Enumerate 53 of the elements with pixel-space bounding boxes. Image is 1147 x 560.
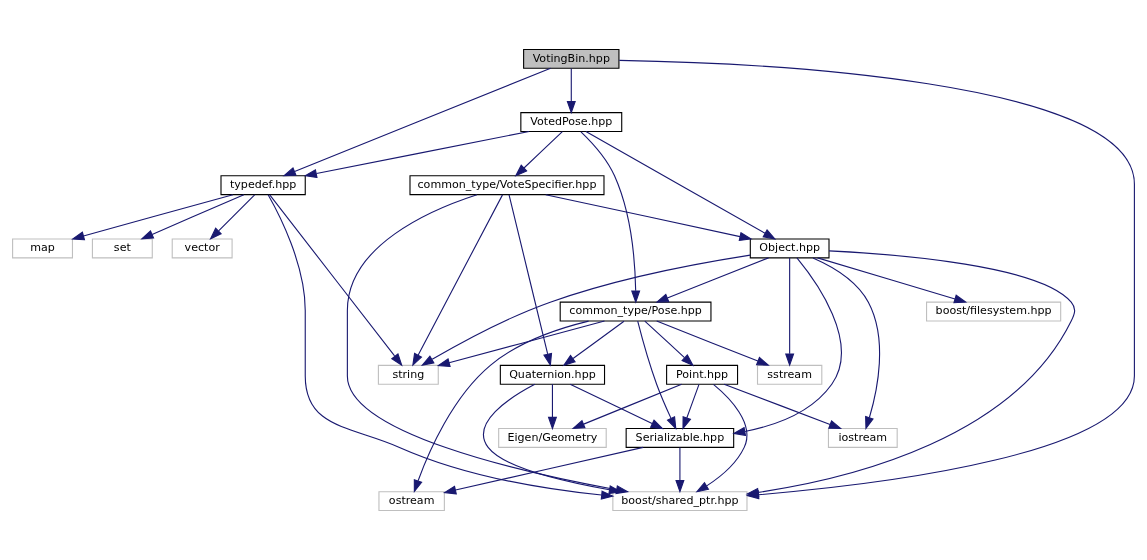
arrow (436, 320, 605, 368)
arrow (282, 67, 552, 177)
arrow (585, 130, 777, 240)
node-box: VotingBin.hpp (523, 48, 620, 69)
node-box: map (12, 238, 73, 259)
arrow (644, 320, 695, 367)
arrow (562, 320, 625, 367)
node-box: boost/filesystem.hpp (926, 301, 1062, 322)
arrow (571, 383, 683, 430)
arrow (812, 257, 881, 430)
arrow (695, 383, 748, 493)
arrow (745, 250, 1076, 497)
node-box: ostream (378, 491, 445, 512)
arrow (71, 194, 234, 241)
node-box: VotedPose.hpp (520, 112, 623, 132)
node-box: iostream (827, 428, 898, 448)
arrow (723, 383, 843, 429)
arrow (413, 320, 590, 493)
arrow (269, 194, 403, 367)
arrow (547, 383, 558, 431)
arrow (569, 383, 664, 430)
node-box: typedef.hpp (220, 175, 306, 196)
arrow (566, 67, 576, 115)
arrow (545, 194, 753, 242)
node-box: string (377, 364, 439, 385)
node-box: Object.hpp (749, 238, 830, 259)
arrow (817, 257, 968, 304)
arrow (637, 320, 677, 430)
arrow (655, 257, 770, 303)
arrow (209, 194, 256, 241)
arrow (785, 257, 795, 367)
arrow (140, 194, 245, 240)
arrow (682, 383, 700, 431)
arrow (412, 194, 504, 367)
arrow (267, 194, 615, 500)
node-box: common_type/Pose.hpp (559, 301, 712, 322)
arrow (675, 447, 685, 494)
arrow (656, 320, 770, 366)
node-box: common_type/VoteSpecifier.hpp (409, 175, 605, 196)
arrow (420, 254, 751, 366)
arrow (580, 131, 641, 304)
node-box: Serializable.hpp (625, 428, 735, 448)
arrow (303, 130, 530, 179)
node-box: sstream (756, 364, 823, 385)
node-box: set (91, 238, 153, 259)
node-box: Eigen/Geometry (498, 428, 607, 448)
arrow (508, 194, 553, 367)
node-box: Quaternion.hpp (499, 364, 606, 385)
node-box: vector (171, 238, 233, 259)
arrow (732, 257, 842, 436)
node-box: Point.hpp (666, 364, 739, 385)
node-box: boost/shared_ptr.hpp (612, 491, 748, 512)
arrow (514, 131, 563, 177)
